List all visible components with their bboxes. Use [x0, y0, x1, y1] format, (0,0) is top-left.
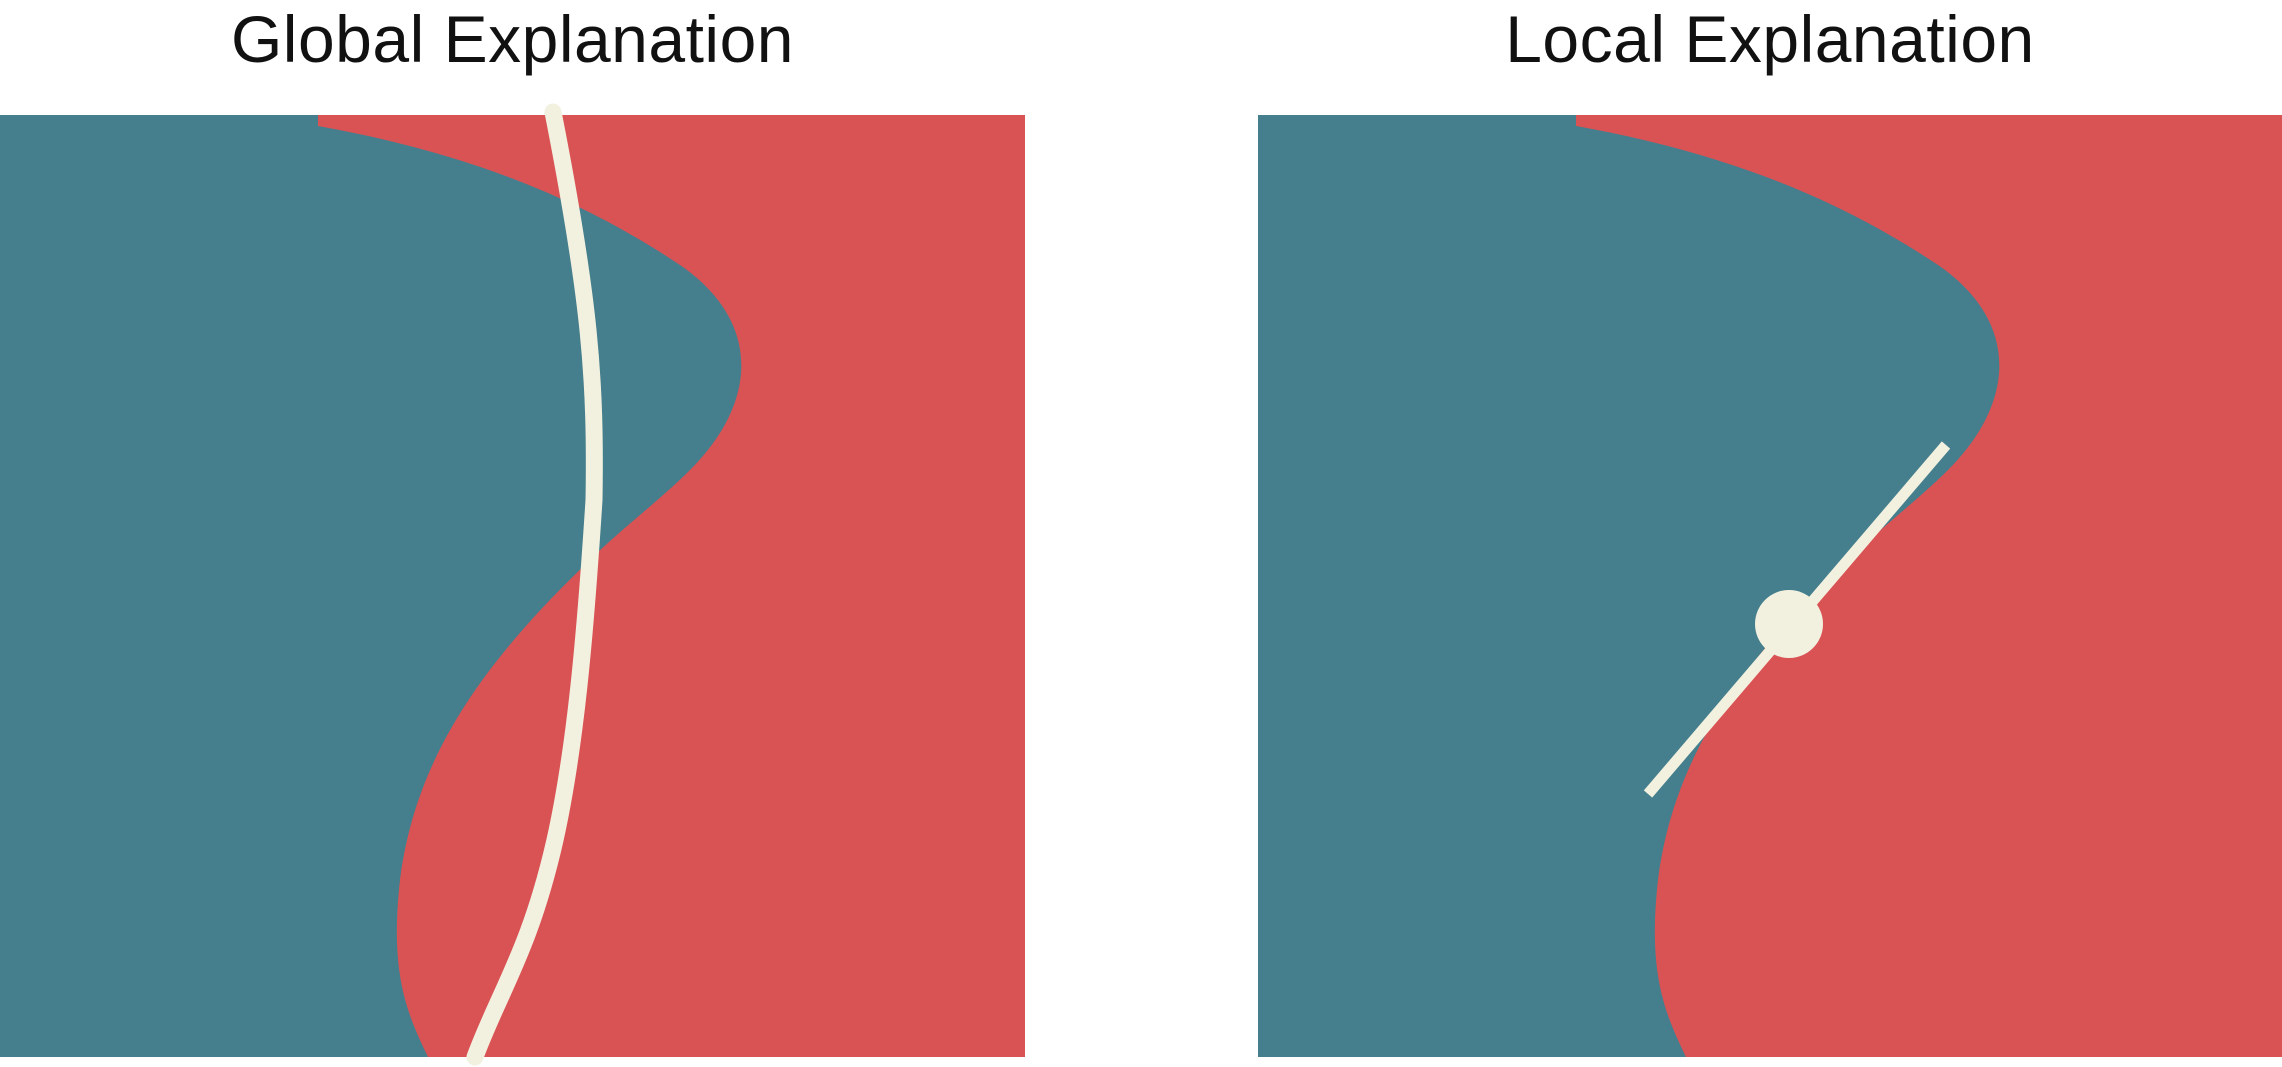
- local-panel: [1258, 115, 2282, 1057]
- local-class-a-region: [1258, 115, 2000, 1057]
- local-explanation-title: Local Explanation: [1505, 2, 2035, 76]
- global-explanation-curve: [466, 103, 603, 1066]
- global-explanation-title: Global Explanation: [230, 2, 795, 76]
- global-class-a-region: [0, 115, 742, 1057]
- local-instance-point: [1755, 590, 1823, 658]
- global-panel: [0, 103, 1025, 1066]
